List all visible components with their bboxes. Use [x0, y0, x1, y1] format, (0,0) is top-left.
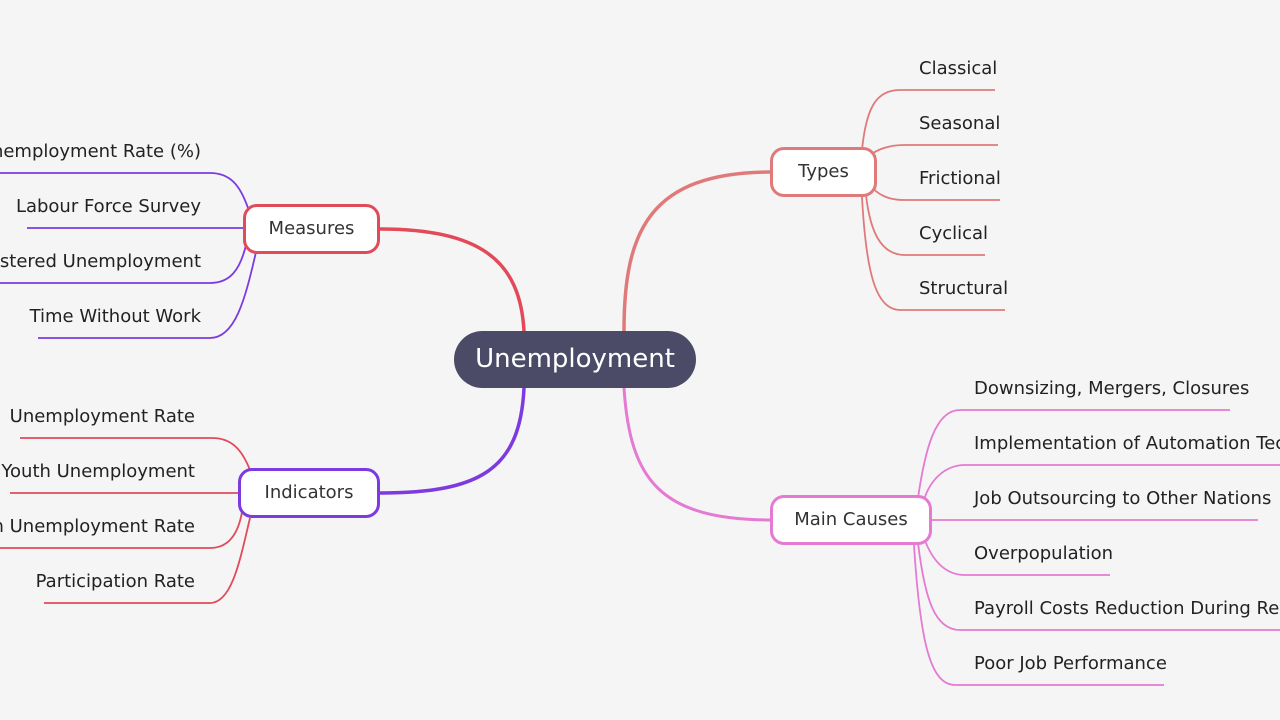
causes-leaf[interactable]: Downsizing, Mergers, Closures — [974, 378, 1250, 399]
branch-indicators[interactable]: Indicators — [238, 468, 380, 518]
indicators-leaf-lines — [0, 437, 251, 604]
indicators-leaf[interactable]: Long-term Unemployment Rate — [0, 516, 195, 537]
root-topic[interactable]: Unemployment — [454, 331, 696, 388]
causes-leaf[interactable]: Overpopulation — [974, 543, 1114, 564]
types-leaf[interactable]: Seasonal — [919, 113, 1001, 134]
types-leaf[interactable]: Structural — [919, 278, 1009, 299]
measures-leaf[interactable]: Labour Force Survey — [15, 196, 201, 217]
branch-main-causes[interactable]: Main Causes — [770, 495, 932, 545]
connector-indicators — [377, 386, 526, 495]
types-leaf[interactable]: Cyclical — [919, 223, 989, 244]
connector-causes — [622, 386, 774, 522]
causes-leaf[interactable]: Implementation of Automation Technology — [974, 433, 1280, 454]
causes-leaf[interactable]: Poor Job Performance — [974, 653, 1167, 674]
indicators-leaf[interactable]: Youth Unemployment — [1, 461, 195, 482]
types-leaf[interactable]: Classical — [919, 58, 998, 79]
measures-leaf[interactable]: Registered Unemployment — [0, 251, 201, 272]
causes-leaf[interactable]: Job Outsourcing to Other Nations — [974, 488, 1272, 509]
causes-leaf-lines — [913, 409, 1280, 686]
connector-types — [622, 170, 774, 333]
indicators-leaf[interactable]: Participation Rate — [35, 571, 195, 592]
causes-leaf[interactable]: Payroll Costs Reduction During Recession — [974, 598, 1280, 619]
branch-types[interactable]: Types — [770, 147, 877, 197]
measures-leaf-lines — [0, 172, 257, 339]
types-leaf[interactable]: Frictional — [919, 168, 1001, 189]
indicators-leaf[interactable]: Unemployment Rate — [9, 406, 195, 427]
measures-leaf[interactable]: Unemployment Rate (%) — [0, 141, 201, 162]
measures-leaf[interactable]: Time Without Work — [29, 306, 201, 327]
branch-measures[interactable]: Measures — [243, 204, 380, 254]
connector-measures — [377, 227, 526, 333]
